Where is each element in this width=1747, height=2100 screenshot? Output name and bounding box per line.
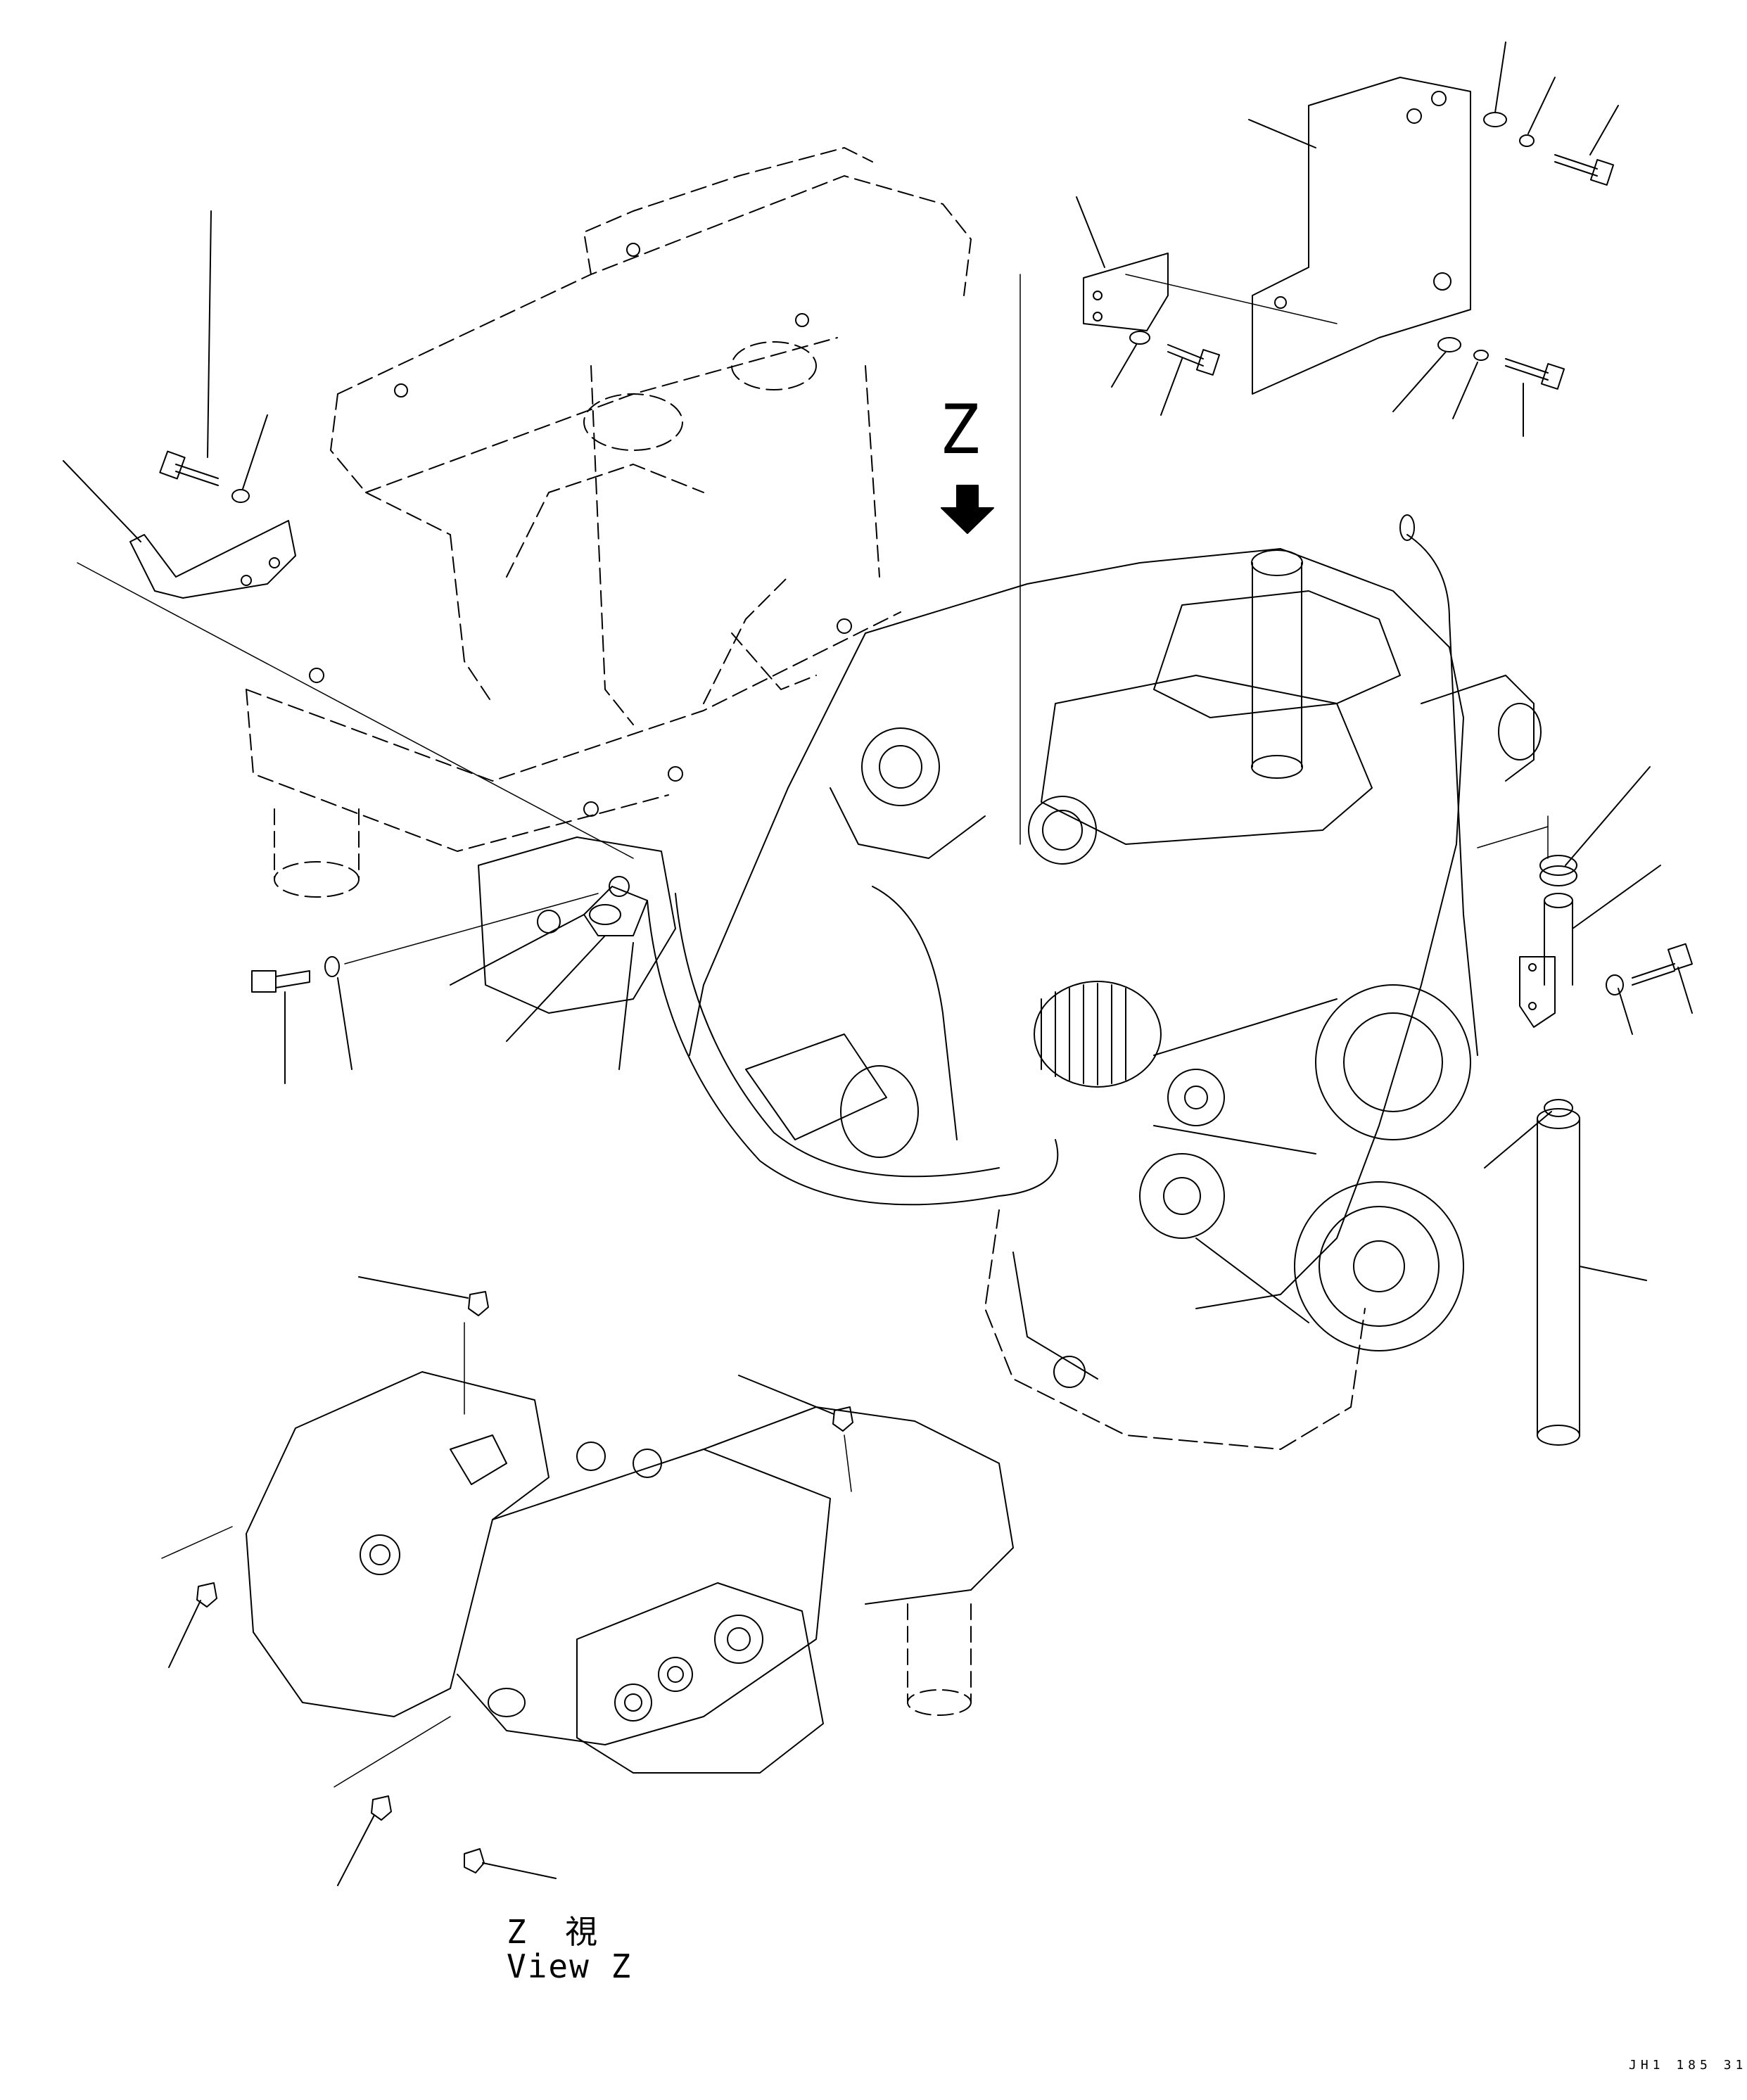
view-z-pump-assembly: [162, 1277, 1013, 1885]
view-arrow: [941, 485, 993, 533]
drawing-code: JH1 185 31: [1629, 2058, 1747, 2073]
pipe-kit: [1478, 767, 1692, 1445]
view-letter-label: Z: [939, 390, 980, 469]
engine-assembly: [478, 515, 1541, 1449]
pump-bolt-kit: [252, 886, 647, 1083]
frame-bolts: [310, 243, 851, 816]
upper-frame: [246, 148, 971, 897]
view-caption-english: View Z: [507, 1947, 633, 1985]
view-caption-japanese: Z 視: [507, 1913, 598, 1951]
bracket-plate-kit: [1020, 42, 1618, 844]
left-bracket-kit: [63, 211, 633, 858]
down-arrow-icon: [941, 485, 993, 533]
